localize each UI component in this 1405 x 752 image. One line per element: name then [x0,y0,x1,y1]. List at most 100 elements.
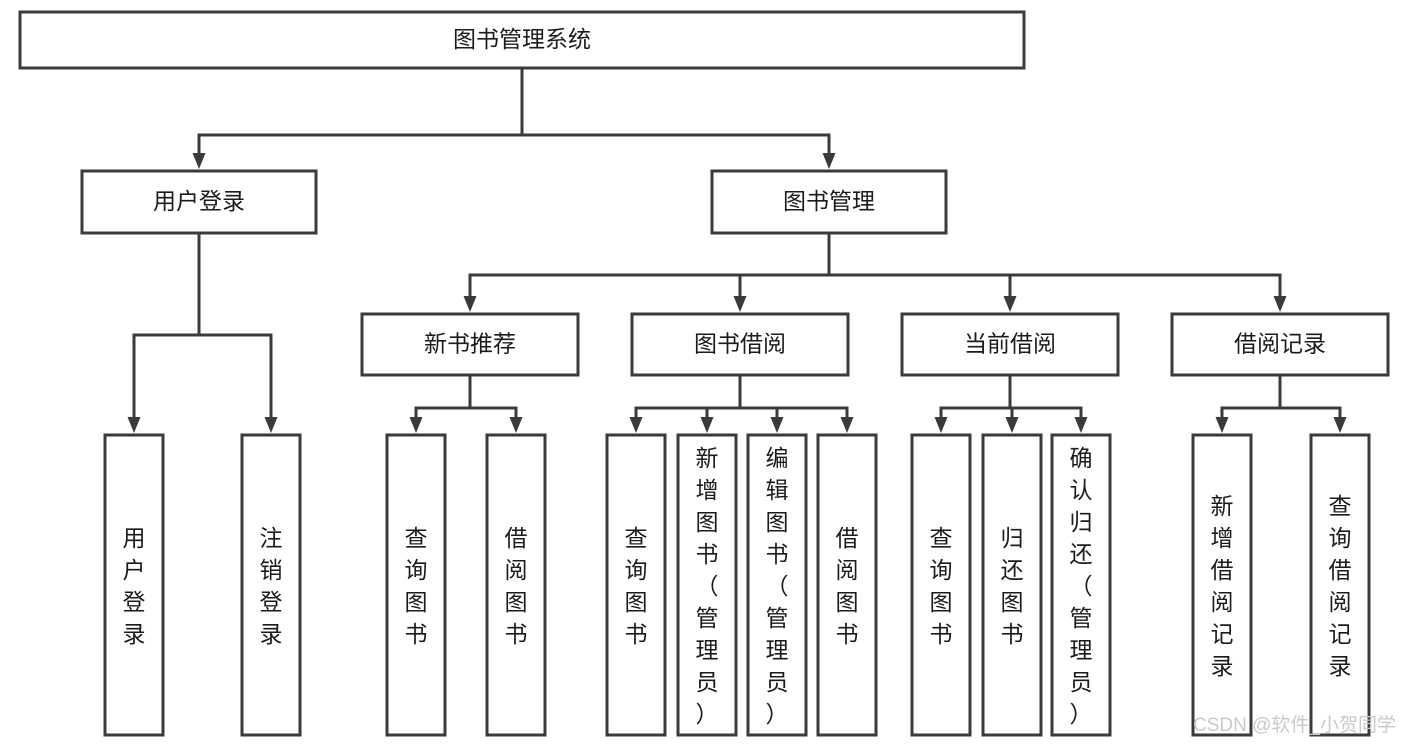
connector-borrow-record-to-leaf-add-record [1215,375,1282,433]
node-root-box[interactable] [18,10,1026,70]
node-book-borrow-box[interactable] [630,312,850,377]
node-leaf-query-book-3-label: 查询图书 [930,525,953,647]
node-leaf-add-book-box[interactable] [676,433,738,737]
node-leaf-edit-book-label: 编辑图书（管理员） [766,445,789,727]
arrow-head-icon [409,417,423,433]
node-layer: 图书管理系统用户登录图书管理新书推荐图书借阅当前借阅借阅记录用户登录注销登录查询… [18,10,1390,737]
connector-line [197,68,524,153]
node-leaf-query-book-2-box[interactable] [605,433,667,737]
node-book-manage[interactable]: 图书管理 [710,169,948,235]
node-leaf-borrow-book-1[interactable]: 借阅图书 [485,433,547,737]
node-current-borrow-box[interactable] [900,312,1120,377]
connector-line [738,375,779,417]
arrow-head-icon [934,417,948,433]
node-user-login-box[interactable] [80,169,318,235]
csdn-watermark: CSDN @软件_小贺同学 [1193,714,1396,736]
node-book-borrow[interactable]: 图书借阅 [630,312,850,377]
node-leaf-return-book-label: 归还图书 [1001,525,1024,647]
node-leaf-borrow-book-1-box[interactable] [485,433,547,737]
node-leaf-query-record-box[interactable] [1309,433,1371,737]
connector-line [939,375,1012,417]
node-leaf-return-book-box[interactable] [981,433,1043,737]
arrow-head-icon [733,296,747,312]
arrow-head-icon [629,417,643,433]
node-borrow-record-box[interactable] [1170,312,1390,377]
arrow-head-icon [463,296,477,312]
connector-current-borrow-to-leaf-query-book-3 [934,375,1012,433]
node-leaf-edit-book[interactable]: 编辑图书（管理员） [746,433,808,737]
node-current-borrow[interactable]: 当前借阅 [900,312,1120,377]
connector-book-borrow-to-leaf-edit-book [738,375,784,433]
connector-book-manage-to-borrow-record [827,233,1287,312]
node-leaf-borrow-book-2-box[interactable] [816,433,878,737]
node-leaf-query-record[interactable]: 查询借阅记录 [1309,433,1371,737]
node-root[interactable]: 图书管理系统 [18,10,1026,70]
node-user-login[interactable]: 用户登录 [80,169,318,235]
connector-book-manage-to-new-book-rec [463,233,831,312]
connector-layer [127,68,1347,433]
arrow-head-icon [1333,417,1347,433]
connector-line [738,233,831,296]
node-leaf-add-book[interactable]: 新增图书（管理员） [676,433,738,737]
node-current-borrow-label: 当前借阅 [964,331,1056,357]
node-leaf-add-record-box[interactable] [1191,433,1253,737]
connector-line [414,375,472,417]
node-leaf-user-login-label: 用户登录 [123,525,146,647]
connector-line [1008,375,1083,417]
node-leaf-query-book-2-label: 查询图书 [625,525,648,647]
node-leaf-query-record-label: 查询借阅记录 [1329,493,1352,679]
node-new-book-rec-box[interactable] [360,312,580,377]
node-book-borrow-label: 图书借阅 [694,331,786,357]
connector-line [1220,375,1282,417]
arrow-head-icon [509,417,523,433]
node-leaf-return-book[interactable]: 归还图书 [981,433,1043,737]
arrow-head-icon [127,417,141,433]
node-borrow-record[interactable]: 借阅记录 [1170,312,1390,377]
connector-line [197,233,273,417]
connector-book-manage-to-book-borrow [733,233,831,312]
node-leaf-user-login-box[interactable] [103,433,165,737]
connector-user-login-to-leaf-user-logout [197,233,278,433]
node-leaf-add-book-label: 新增图书（管理员） [696,445,719,727]
connector-line [705,375,742,417]
node-leaf-query-book-3-box[interactable] [910,433,972,737]
arrow-head-icon [770,417,784,433]
connector-line [468,375,518,417]
arrow-head-icon [1215,417,1229,433]
connector-current-borrow-to-leaf-return-book [1005,375,1019,433]
node-leaf-confirm-return[interactable]: 确认归还（管理员） [1050,433,1112,737]
connector-new-book-rec-to-leaf-borrow-book-1 [468,375,523,433]
connector-line [132,233,201,417]
node-new-book-rec-label: 新书推荐 [424,331,516,357]
connector-current-borrow-to-leaf-confirm-return [1008,375,1088,433]
node-leaf-query-book-2[interactable]: 查询图书 [605,433,667,737]
node-leaf-query-book-1[interactable]: 查询图书 [385,433,447,737]
connector-book-borrow-to-leaf-borrow-book-2 [738,375,854,433]
node-leaf-user-login[interactable]: 用户登录 [103,433,165,737]
connector-line [520,68,831,153]
connector-borrow-record-to-leaf-query-record [1278,375,1347,433]
node-book-manage-box[interactable] [710,169,948,235]
node-leaf-add-record[interactable]: 新增借阅记录 [1191,433,1253,737]
node-leaf-user-logout-box[interactable] [240,433,302,737]
node-root-label: 图书管理系统 [453,26,591,52]
node-leaf-borrow-book-2[interactable]: 借阅图书 [816,433,878,737]
arrow-head-icon [1074,417,1088,433]
connector-book-borrow-to-leaf-add-book [700,375,742,433]
node-leaf-user-logout[interactable]: 注销登录 [240,433,302,737]
connector-root-to-user-login [192,68,524,169]
node-leaf-query-book-1-label: 查询图书 [405,525,428,647]
node-leaf-edit-book-box[interactable] [746,433,808,737]
arrow-head-icon [700,417,714,433]
arrow-head-icon [822,153,836,169]
node-leaf-confirm-return-label: 确认归还（管理员） [1070,445,1093,727]
node-leaf-confirm-return-box[interactable] [1050,433,1112,737]
arrow-head-icon [192,153,206,169]
node-new-book-rec[interactable]: 新书推荐 [360,312,580,377]
node-leaf-query-book-3[interactable]: 查询图书 [910,433,972,737]
node-leaf-user-logout-label: 注销登录 [260,525,283,647]
node-leaf-query-book-1-box[interactable] [385,433,447,737]
arrow-head-icon [840,417,854,433]
